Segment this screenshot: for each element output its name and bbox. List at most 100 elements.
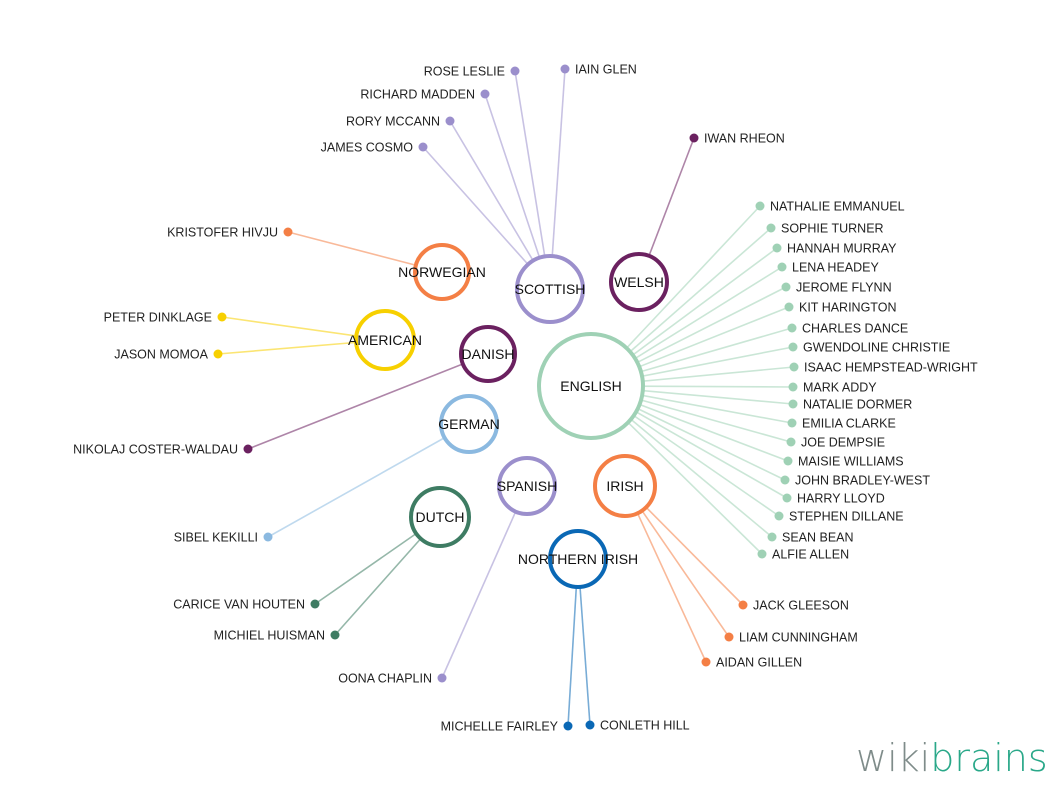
person-label[interactable]: ALFIE ALLEN bbox=[772, 548, 849, 562]
person-label[interactable]: MICHIEL HUISMAN bbox=[214, 629, 325, 643]
person-label[interactable]: JEROME FLYNN bbox=[796, 281, 892, 295]
person-node-rory-mccann[interactable] bbox=[445, 116, 455, 126]
person-node-iain-glen[interactable] bbox=[560, 64, 570, 74]
group-node-irish[interactable] bbox=[593, 454, 657, 518]
person-node-aidan-gillen[interactable] bbox=[701, 657, 711, 667]
person-node-kit-harington[interactable] bbox=[784, 302, 794, 312]
person-node-mark-addy[interactable] bbox=[788, 382, 798, 392]
person-node-harry-lloyd[interactable] bbox=[782, 493, 792, 503]
person-label[interactable]: CARICE VAN HOUTEN bbox=[173, 598, 305, 612]
person-node-sibel-kekilli[interactable] bbox=[263, 532, 273, 542]
group-label: WELSH bbox=[614, 274, 664, 290]
person-label[interactable]: JOHN BRADLEY-WEST bbox=[795, 474, 930, 488]
person-node-sophie-turner[interactable] bbox=[766, 223, 776, 233]
person-label[interactable]: SOPHIE TURNER bbox=[781, 222, 884, 236]
person-label[interactable]: HANNAH MURRAY bbox=[787, 242, 897, 256]
person-node-iwan-rheon[interactable] bbox=[689, 133, 699, 143]
person-node-rose-leslie[interactable] bbox=[510, 66, 520, 76]
person-label[interactable]: JACK GLEESON bbox=[753, 599, 849, 613]
person-label[interactable]: ROSE LESLIE bbox=[424, 65, 505, 79]
person-label[interactable]: PETER DINKLAGE bbox=[104, 311, 212, 325]
person-node-lena-headey[interactable] bbox=[777, 262, 787, 272]
person-label[interactable]: IWAN RHEON bbox=[704, 132, 785, 146]
person-node-jerome-flynn[interactable] bbox=[781, 282, 791, 292]
group-node-english[interactable] bbox=[537, 332, 645, 440]
person-label[interactable]: MAISIE WILLIAMS bbox=[798, 455, 904, 469]
person-node-maisie-williams[interactable] bbox=[783, 456, 793, 466]
person-label[interactable]: CHARLES DANCE bbox=[802, 322, 908, 336]
person-node-gwendoline-christie[interactable] bbox=[788, 342, 798, 352]
person-node-stephen-dillane[interactable] bbox=[774, 511, 784, 521]
person-node-conleth-hill[interactable] bbox=[585, 720, 595, 730]
wikibrains-logo[interactable]: wikibrains bbox=[856, 736, 1048, 780]
person-label[interactable]: RORY MCCANN bbox=[346, 115, 440, 129]
person-label[interactable]: STEPHEN DILLANE bbox=[789, 510, 904, 524]
group-label: SPANISH bbox=[497, 478, 557, 494]
group-node-welsh[interactable] bbox=[609, 252, 669, 312]
person-node-alfie-allen[interactable] bbox=[757, 549, 767, 559]
person-label[interactable]: SEAN BEAN bbox=[782, 531, 854, 545]
person-label[interactable]: KRISTOFER HIVJU bbox=[167, 226, 278, 240]
person-label[interactable]: NIKOLAJ COSTER-WALDAU bbox=[73, 443, 238, 457]
person-node-michiel-huisman[interactable] bbox=[330, 630, 340, 640]
group-label: AMERICAN bbox=[348, 332, 422, 348]
person-label[interactable]: MICHELLE FAIRLEY bbox=[441, 720, 559, 734]
person-label[interactable]: CONLETH HILL bbox=[600, 719, 690, 733]
person-label[interactable]: KIT HARINGTON bbox=[799, 301, 896, 315]
person-node-sean-bean[interactable] bbox=[767, 532, 777, 542]
group-node-dutch[interactable] bbox=[409, 486, 471, 548]
person-node-joe-dempsie[interactable] bbox=[786, 437, 796, 447]
person-label[interactable]: LENA HEADEY bbox=[792, 261, 880, 275]
person-node-jason-momoa[interactable] bbox=[213, 349, 223, 359]
group-node-danish[interactable] bbox=[459, 325, 517, 383]
person-node-jack-gleeson[interactable] bbox=[738, 600, 748, 610]
person-node-emilia-clarke[interactable] bbox=[787, 418, 797, 428]
person-node-liam-cunningham[interactable] bbox=[724, 632, 734, 642]
person-label[interactable]: NATHALIE EMMANUEL bbox=[770, 200, 905, 214]
person-node-carice-van-houten[interactable] bbox=[310, 599, 320, 609]
group-node-american[interactable] bbox=[354, 309, 416, 371]
person-label[interactable]: ISAAC HEMPSTEAD-WRIGHT bbox=[804, 361, 978, 375]
person-label[interactable]: AIDAN GILLEN bbox=[716, 656, 802, 670]
person-node-isaac-hempstead-wright[interactable] bbox=[789, 362, 799, 372]
person-label[interactable]: EMILIA CLARKE bbox=[802, 417, 896, 431]
person-label[interactable]: JOE DEMPSIE bbox=[801, 436, 885, 450]
person-node-james-cosmo[interactable] bbox=[418, 142, 428, 152]
person-label[interactable]: JASON MOMOA bbox=[114, 348, 208, 362]
link-rose-leslie bbox=[514, 70, 551, 290]
person-label[interactable]: GWENDOLINE CHRISTIE bbox=[803, 341, 950, 355]
group-label: ENGLISH bbox=[560, 378, 621, 394]
person-node-oona-chaplin[interactable] bbox=[437, 673, 447, 683]
person-label[interactable]: OONA CHAPLIN bbox=[338, 672, 432, 686]
group-node-northern-irish[interactable] bbox=[548, 529, 608, 589]
person-label[interactable]: RICHARD MADDEN bbox=[360, 88, 475, 102]
person-label[interactable]: LIAM CUNNINGHAM bbox=[739, 631, 858, 645]
person-label[interactable]: JAMES COSMO bbox=[321, 141, 414, 155]
person-label[interactable]: SIBEL KEKILLI bbox=[174, 531, 258, 545]
group-node-norwegian[interactable] bbox=[413, 243, 471, 301]
link-aidan-gillen bbox=[624, 485, 707, 663]
person-node-kristofer-hivju[interactable] bbox=[283, 227, 293, 237]
person-nodes: NATHALIE EMMANUEL SOPHIE TURNER HANNAH MUR… bbox=[73, 63, 978, 734]
person-label[interactable]: MARK ADDY bbox=[803, 381, 877, 395]
links bbox=[217, 68, 795, 727]
group-node-spanish[interactable] bbox=[497, 456, 557, 516]
group-label: IRISH bbox=[606, 478, 643, 494]
person-node-nathalie-emmanuel[interactable] bbox=[755, 201, 765, 211]
person-node-natalie-dormer[interactable] bbox=[788, 399, 798, 409]
person-label[interactable]: HARRY LLOYD bbox=[797, 492, 885, 506]
group-label: GERMAN bbox=[438, 416, 499, 432]
person-node-michelle-fairley[interactable] bbox=[563, 721, 573, 731]
person-label[interactable]: IAIN GLEN bbox=[575, 63, 637, 77]
person-node-john-bradley-west[interactable] bbox=[780, 475, 790, 485]
person-node-charles-dance[interactable] bbox=[787, 323, 797, 333]
person-node-hannah-murray[interactable] bbox=[772, 243, 782, 253]
person-node-nikolaj-coster-waldau[interactable] bbox=[243, 444, 253, 454]
person-label[interactable]: NATALIE DORMER bbox=[803, 398, 912, 412]
group-node-scottish[interactable] bbox=[515, 254, 585, 324]
person-node-richard-madden[interactable] bbox=[480, 89, 490, 99]
person-node-peter-dinklage[interactable] bbox=[217, 312, 227, 322]
group-node-german[interactable] bbox=[439, 394, 499, 454]
link-iain-glen bbox=[549, 68, 566, 290]
